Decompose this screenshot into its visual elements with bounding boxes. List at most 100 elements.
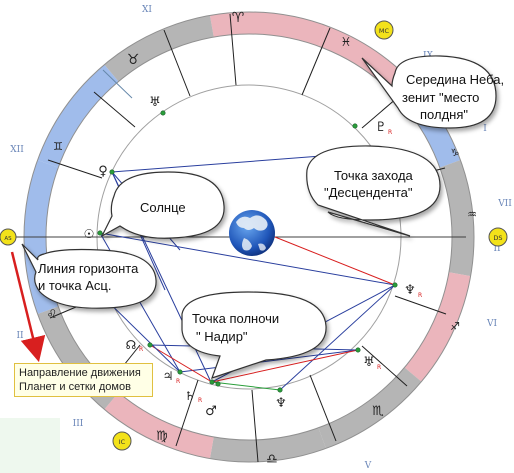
midheaven-line: зенит "место bbox=[402, 90, 479, 105]
descendant-line: "Десцендента" bbox=[324, 185, 413, 200]
nadir-line: " Надир" bbox=[196, 329, 248, 344]
retro-mark: R bbox=[388, 129, 392, 136]
aspect-line bbox=[274, 236, 396, 286]
retro-mark: R bbox=[139, 346, 143, 353]
pisces-icon: ♓ bbox=[341, 35, 352, 49]
cusp-line bbox=[175, 379, 199, 447]
cusp-line bbox=[301, 27, 331, 96]
zodiac-glyphs: ♈ ♉ ♓ ♊ ♒ ♑ ♐ ♏ ♎ ♍ ♌ ♋ bbox=[47, 10, 477, 467]
cusp-line bbox=[309, 374, 337, 442]
retro-mark: R bbox=[418, 292, 422, 299]
capricorn-icon: ♑ bbox=[451, 148, 460, 159]
mc-label: MC bbox=[379, 27, 390, 35]
planet-dot bbox=[209, 379, 215, 385]
jupiter-icon: ♃ bbox=[163, 369, 174, 383]
ring-segment bbox=[104, 392, 214, 459]
planet-dot bbox=[160, 110, 166, 116]
libra-icon: ♎ bbox=[266, 452, 278, 467]
earth-globe-icon bbox=[229, 210, 275, 256]
callout-horizon bbox=[21, 243, 157, 309]
callout-texts: Середина Неба, зенит "место полдня" Точк… bbox=[38, 72, 504, 344]
house-number: II bbox=[16, 331, 24, 341]
planet-dot bbox=[277, 387, 283, 393]
planet-dot bbox=[147, 342, 153, 348]
planet-dot bbox=[392, 282, 398, 288]
cusp-line bbox=[251, 389, 259, 463]
cusp-line bbox=[394, 295, 447, 315]
retrograde-marks: R R R R R R bbox=[139, 129, 422, 404]
mars-icon: ♂ bbox=[205, 404, 217, 419]
cusp-line bbox=[93, 91, 136, 128]
house-number: XI bbox=[142, 5, 152, 15]
house-number: I bbox=[483, 124, 487, 134]
house-number: II bbox=[493, 244, 501, 254]
aspect-line bbox=[179, 349, 359, 373]
house-number: VI bbox=[486, 319, 497, 329]
aspect-line bbox=[99, 232, 396, 286]
scorpio-icon: ♏ bbox=[372, 404, 384, 419]
pluto-icon: ♇ bbox=[375, 120, 387, 135]
as-marker-icon bbox=[0, 228, 17, 246]
direction-arrow-icon bbox=[10, 251, 46, 363]
callout-nadir bbox=[181, 291, 327, 379]
neptune-lower-icon: ♆ bbox=[275, 396, 287, 411]
as-label: AS bbox=[4, 236, 12, 242]
ic-marker-icon bbox=[112, 431, 132, 451]
uranus-lower-icon: ♅ bbox=[363, 355, 375, 370]
aspect-line bbox=[149, 344, 213, 383]
ds-label: DS bbox=[493, 234, 502, 242]
planet-dot bbox=[177, 369, 183, 375]
planet-dot bbox=[109, 169, 115, 175]
uranus-icon: ♅ bbox=[149, 95, 161, 110]
descendant-line: Точка захода bbox=[334, 168, 414, 183]
aspect-line bbox=[211, 349, 359, 383]
node-icon: ☊ bbox=[126, 338, 137, 352]
note-line: Направление движения bbox=[19, 367, 141, 379]
retro-mark: R bbox=[176, 378, 180, 385]
house-number: III bbox=[73, 419, 84, 429]
nadir-line: Точка полночи bbox=[192, 311, 279, 326]
ds-marker-icon bbox=[488, 227, 508, 247]
house-number: VII bbox=[497, 199, 512, 209]
ring-segment bbox=[318, 367, 422, 449]
virgo-icon: ♍ bbox=[156, 429, 168, 444]
sun-line: Солнце bbox=[140, 200, 186, 215]
aries-icon: ♈ bbox=[232, 10, 245, 26]
aquarius-icon: ♒ bbox=[467, 208, 477, 221]
aspect-line bbox=[211, 381, 281, 391]
cusp-line bbox=[361, 345, 408, 387]
cusp-line bbox=[229, 13, 237, 86]
cusp-line bbox=[47, 159, 103, 179]
mc-marker-icon bbox=[374, 20, 394, 40]
aspect-line bbox=[279, 284, 396, 391]
midheaven-line: Середина Неба, bbox=[406, 72, 504, 87]
horizon-line-label: и точка Асц. bbox=[38, 278, 111, 293]
callout-sun bbox=[100, 171, 225, 239]
sun-icon: ☉ bbox=[84, 227, 95, 241]
corner-tint bbox=[0, 418, 60, 473]
ring-segment bbox=[209, 427, 326, 462]
taurus-icon: ♉ bbox=[127, 52, 140, 68]
angle-markers: MC DS IC AS bbox=[0, 20, 508, 451]
cusp-line bbox=[163, 29, 191, 97]
ring-segment bbox=[209, 11, 326, 47]
house-number: V bbox=[364, 461, 372, 471]
note-line: Планет и сетки домов bbox=[19, 381, 131, 393]
leo-icon: ♌ bbox=[47, 307, 58, 321]
saturn-icon: ♄ bbox=[185, 389, 196, 403]
house-number: XII bbox=[10, 145, 24, 155]
callouts bbox=[21, 55, 497, 379]
ring-segment bbox=[404, 272, 471, 382]
planet-dot bbox=[355, 347, 361, 353]
callout-descendant bbox=[306, 145, 441, 237]
midheaven-line: полдня" bbox=[420, 107, 468, 122]
ring-segment bbox=[104, 15, 214, 82]
retro-mark: R bbox=[198, 397, 202, 404]
direction-note: Направление движения Планет и сетки домо… bbox=[14, 363, 153, 397]
retro-mark: R bbox=[377, 364, 381, 371]
gemini-icon: ♊ bbox=[53, 140, 63, 153]
sagittarius-icon: ♐ bbox=[450, 320, 460, 333]
cusp-line bbox=[102, 69, 133, 99]
